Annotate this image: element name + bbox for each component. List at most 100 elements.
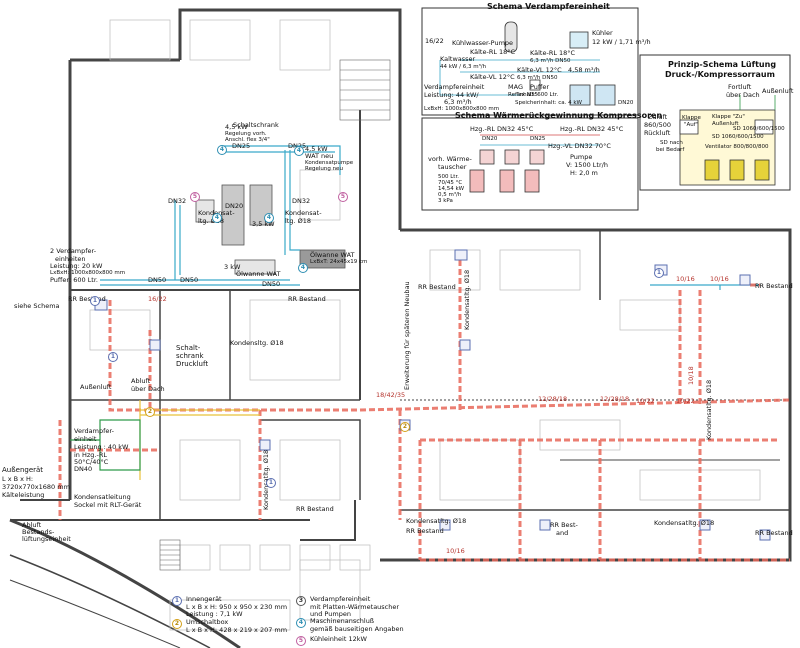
- legend-item-1-line3: Leistung : 7,1 kW: [186, 610, 243, 618]
- pipe-1222: 12/28/18: [538, 395, 568, 403]
- rr-bestand-1: RR Bestand: [68, 295, 106, 303]
- aussengeraet-3: 3720x770x1680 mm: [2, 483, 70, 491]
- legend-marker-5: 5: [296, 636, 306, 646]
- legend-item-1: Innengerät L x B x H: 950 x 950 x 230 mm…: [186, 595, 287, 619]
- mag-spec: Reflex N35: [508, 92, 538, 98]
- marker-indoor-unit-3: 1: [108, 352, 118, 362]
- marker-indoor-unit: 1: [90, 296, 100, 306]
- legend-item-2: Umschaltbox L x B x H: 428 x 219 x 207 m…: [186, 618, 287, 634]
- waerme-tank-kpa: 3 kPa: [438, 198, 453, 204]
- marker-indoor-unit-4: 1: [266, 478, 276, 488]
- abluft-bestand-2: Bestands-: [22, 528, 55, 536]
- lueftung-schema-subtitle: Druck-/Kompressorraum: [665, 70, 775, 79]
- verdampfer-note-3: Leistung: 20 kW: [50, 262, 103, 270]
- water-pipes: [100, 145, 760, 290]
- waerme-tank-flow: 0,5 m³/h: [438, 192, 462, 198]
- lueftung-klappe-auf: Klappe: [682, 115, 701, 121]
- waerme-schema-title: Schema Wärmerückgewinnung Kompressoren: [455, 111, 663, 120]
- ventilation-lines: [70, 419, 141, 471]
- legend-item-3-line3: und Pumpen: [310, 610, 351, 618]
- pipe-1822: 18/42/35: [376, 391, 406, 399]
- lueftung-sd-nach: SD nach: [660, 140, 683, 146]
- lueftung-sd-nach-2: bei Bedarf: [656, 147, 685, 153]
- legend-item-3-title: Verdampfereinheit: [310, 595, 371, 603]
- lueftung-ventilator: Ventilator 800/800/800: [705, 144, 769, 150]
- legend-item-4-title: Maschinenanschluß: [310, 617, 374, 625]
- waerme-tauscher-label: vorh. Wärme-: [428, 155, 472, 163]
- aussengeraet-4: Kälteleistung: [2, 491, 45, 499]
- legend-item-4: Maschinenanschluß gemäß bauseitigen Anga…: [310, 617, 404, 633]
- plan-dn50c: DN50: [262, 280, 281, 288]
- waerme-tank-temp: 70/45 °C: [438, 180, 463, 186]
- kaelte-rl-label: Kälte-RL 18°C: [470, 48, 516, 56]
- pipe-1222b: 12/28/18: [600, 395, 630, 403]
- rr-bestand-2: RR Bestand: [288, 295, 326, 303]
- plan-kondensat-2: ltg. Ø18: [198, 217, 224, 225]
- verdampfer-unit-label: Verdampfereinheit: [424, 83, 485, 91]
- erweiterung-label: Erweiterung für späteren Neubau: [403, 281, 411, 390]
- lueftung-schema-title: Prinzip-Schema Lüftung: [668, 60, 777, 69]
- pipe-1622: 16/22: [148, 295, 167, 303]
- verdampfer-unit-4: in Hzg.-RL: [74, 451, 107, 459]
- waerme-tank: 500 Ltr.: [438, 174, 459, 180]
- furniture: [89, 19, 761, 631]
- verdampfer-dn20: DN20: [618, 100, 634, 106]
- kaelte-vl-spec: 6,3 m³/h DN50: [517, 75, 558, 81]
- abluft-bestand-3: lüftungseinheit: [22, 535, 71, 543]
- puffer-spec: Inhalt: 600 Ltr.: [518, 92, 559, 98]
- plan-oelwanne-2: Ölwanne WAT: [310, 251, 355, 259]
- compressors: [195, 184, 346, 275]
- plan-kondens-regel: Kondensatpumpe: [305, 160, 354, 166]
- mag-label: MAG: [508, 83, 523, 91]
- plan-dn20: DN20: [225, 202, 244, 210]
- verdampfer-schema-drawing: [439, 21, 616, 106]
- plan-regelung: Regelung vorh.: [225, 131, 267, 137]
- legend-item-2-title: Umschaltbox: [186, 618, 229, 626]
- plan-wat-neu: WAT neu: [305, 152, 334, 160]
- verdampfer-unit-3: Leistung : 40 kW: [74, 443, 129, 451]
- aussengeraet-1: Außengerät: [2, 466, 44, 474]
- kaltwasser-spec: 44 kW / 6,3 m³/h: [440, 64, 487, 70]
- stairs: [159, 59, 391, 571]
- kaelte-vl-label: Kälte-VL 12°C: [470, 73, 515, 81]
- waerme-pumpe-h: H: 2,0 m: [570, 169, 598, 177]
- verdampfer-unit-2: einheit: [74, 435, 97, 443]
- waerme-tauscher-label-2: tauscher: [438, 163, 467, 171]
- marker-machine-connection-3: 4: [212, 213, 222, 223]
- waerme-dn20: DN20: [482, 136, 498, 142]
- verdampfer-unit-dims: LxBxH: 1000x800x800 mm: [424, 106, 500, 112]
- legend-marker-2: 2: [172, 619, 182, 629]
- waerme-pumpe: Pumpe: [570, 153, 593, 161]
- legend-item-5-title: Kühleinheit 12kW: [310, 635, 367, 643]
- building-walls: [9, 8, 792, 648]
- aussengeraet-2: L x B x H:: [2, 475, 34, 483]
- schalt-druck: Schalt-: [176, 344, 201, 352]
- kondens-vertical-2: Kondensatltg. Ø18: [705, 379, 713, 440]
- kondens-sockel: Kondensatleitung: [74, 493, 131, 501]
- abluft-bestand: Abluft: [22, 521, 42, 529]
- lueftung-rueckluft: Rückluft: [644, 129, 671, 137]
- kuehlwasser-pumpe-label: Kühlwasser-Pumpe: [452, 39, 514, 47]
- abluft-label: Abluft: [131, 377, 151, 385]
- plan-dn25: DN25: [232, 142, 251, 150]
- speicher-spec: Speicherinhalt: ca. 4 kW: [515, 100, 582, 106]
- indoor-units: [94, 249, 771, 541]
- plan-kondensat-b: Kondensat-: [285, 209, 322, 217]
- kondens-sockel-2: Sockel mit RLT-Gerät: [74, 501, 142, 509]
- pipe-1022: 10/22: [636, 397, 655, 405]
- verdampfer-unit-power: Leistung: 44 kW/: [424, 91, 479, 99]
- marker-switch-box: 2: [400, 422, 410, 432]
- legend-item-1-title: Innengerät: [186, 595, 222, 603]
- kaelte-rl-label-2: Kälte-RL 18°C: [530, 49, 576, 57]
- pipe-1016b: 10/16: [710, 275, 729, 283]
- rr-bestand-3: RR Bestand: [418, 283, 456, 291]
- plan-anschl: Anschl. flex 3/4": [225, 137, 270, 143]
- verdampfer-note-1: 2 Verdampfer-: [50, 247, 97, 255]
- pipe-1016-bottom: 10/16: [446, 547, 465, 555]
- kondens-vertical-1: Kondensatltg. Ø18: [463, 269, 471, 330]
- pipe-vertical-1018: 10/18: [687, 366, 695, 385]
- plan-dn32b: DN32: [292, 197, 311, 205]
- lueftung-sd2: SD 1060/600/1500: [712, 134, 764, 140]
- lueftung-fortluft-2: über Dach: [726, 91, 760, 99]
